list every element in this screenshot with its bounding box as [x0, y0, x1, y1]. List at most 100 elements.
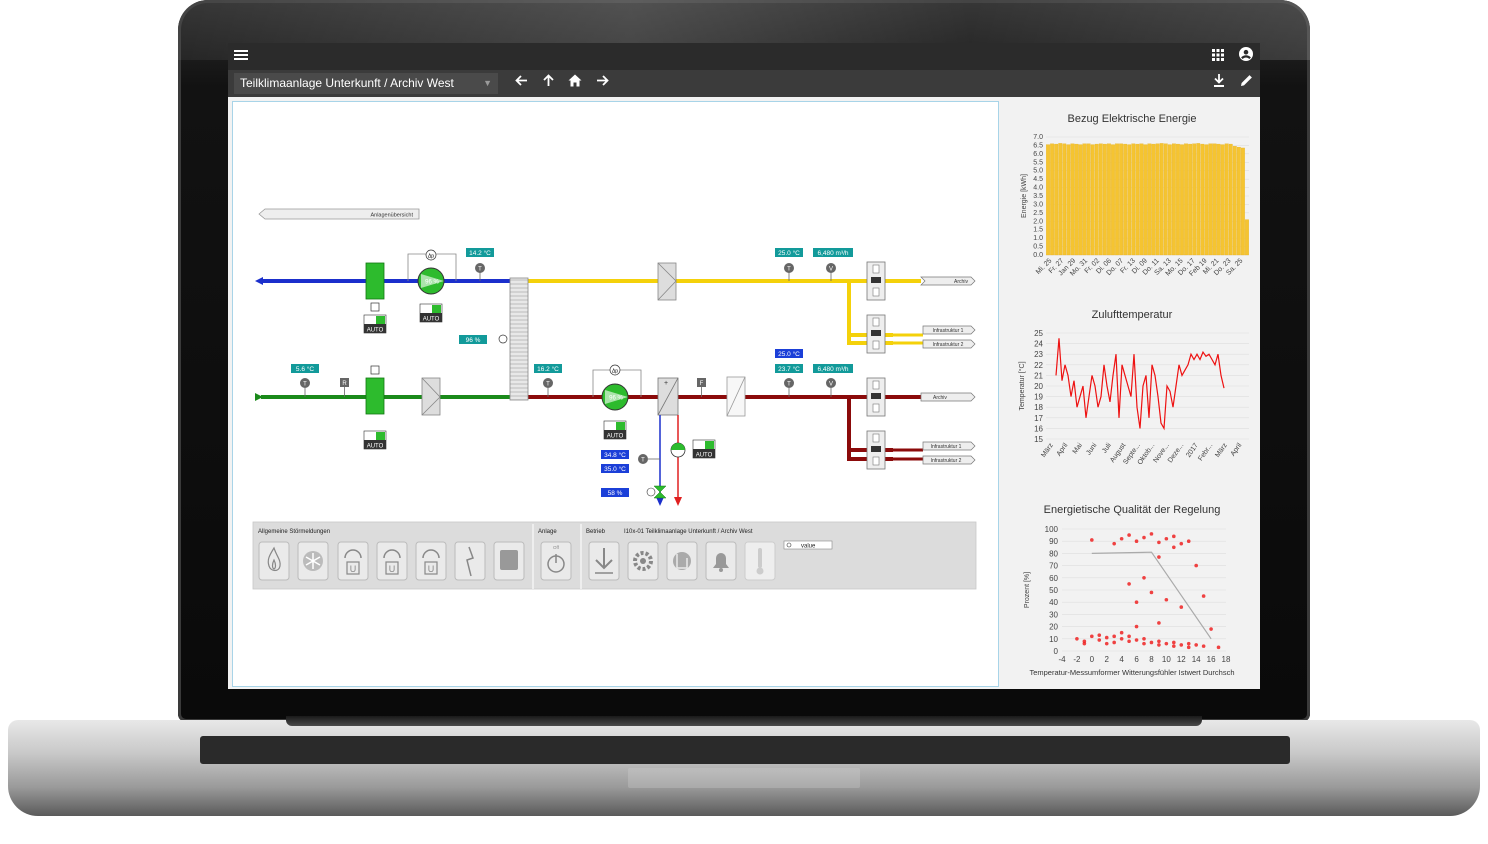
bar	[1090, 144, 1095, 256]
download-arrow-icon[interactable]	[588, 541, 620, 581]
outdoor-damper[interactable]	[365, 377, 385, 415]
return-filter[interactable]	[657, 262, 677, 301]
data-point	[1127, 582, 1131, 586]
outlet-infra2-bottom[interactable]: Infrastruktur 2	[922, 455, 976, 465]
gear-hand-icon[interactable]	[666, 541, 698, 581]
home-icon[interactable]	[565, 73, 585, 93]
y-tick-label: 10	[1049, 635, 1058, 644]
bar	[1212, 143, 1217, 256]
data-point	[1186, 641, 1191, 646]
auto-badge-heater-pump[interactable]: AUTO	[692, 439, 716, 459]
data-point	[1142, 576, 1146, 580]
y-tick-label: 70	[1049, 562, 1058, 571]
arrow-right-icon[interactable]	[592, 73, 612, 93]
account-icon[interactable]	[1236, 47, 1256, 67]
switch-off-label: Off	[553, 545, 560, 550]
return-dampers[interactable]	[866, 261, 886, 354]
hamburger-icon[interactable]	[231, 47, 251, 67]
y-tick-label: 40	[1049, 598, 1058, 607]
outlet-label: Infrastruktur 1	[931, 444, 962, 450]
arrow-left-icon[interactable]	[511, 73, 531, 93]
gear-icon[interactable]	[627, 541, 659, 581]
pressure-sensor-icon[interactable]	[425, 249, 437, 261]
data-point	[1172, 534, 1176, 539]
motor-icon	[498, 334, 508, 344]
outlet-label: Infrastruktur 2	[933, 342, 964, 348]
thermometer-icon[interactable]	[744, 541, 776, 581]
exhaust-damper[interactable]	[365, 262, 385, 300]
snowflake-icon[interactable]	[297, 541, 329, 581]
bar	[1131, 143, 1136, 256]
supply-fan[interactable]: 96 %	[601, 383, 629, 411]
filter-u-icon[interactable]: U	[376, 541, 408, 581]
data-point	[1149, 532, 1154, 536]
data-point	[1194, 643, 1198, 647]
laptop-touchpad	[628, 768, 860, 788]
outlet-infra1-top[interactable]: Infrastruktur 1	[922, 325, 976, 335]
outlet-infra2-top[interactable]: Infrastruktur 2	[922, 339, 976, 349]
data-point	[1164, 597, 1169, 602]
x-tick-label: -4	[1058, 655, 1066, 664]
outlet-archiv-bottom[interactable]: Archiv	[920, 392, 976, 402]
auto-badge-outdoor-damper[interactable]: AUTO	[363, 430, 387, 450]
overview-button[interactable]: Anlagenübersicht	[258, 208, 420, 220]
bar	[1066, 144, 1071, 256]
frost-sensor-icon[interactable]	[697, 378, 706, 387]
temp-sensor-icon[interactable]	[543, 378, 553, 388]
download-icon[interactable]	[1209, 73, 1229, 93]
svg-text:+: +	[664, 380, 668, 387]
temp-sensor-icon[interactable]	[784, 378, 794, 388]
heat-recovery-exchanger[interactable]	[509, 277, 529, 401]
general-alarms-title: Allgemeine Störmeldungen	[258, 529, 330, 535]
exhaust-fan[interactable]: 96 %	[417, 267, 445, 295]
auto-badge-exhaust-fan[interactable]: AUTO	[419, 303, 443, 323]
pencil-icon[interactable]	[1236, 73, 1256, 93]
nav-bar: Teilklimaanlage Unterkunft / Archiv West…	[228, 70, 1260, 97]
flow-sensor-icon[interactable]	[826, 378, 836, 388]
heater-pump[interactable]	[670, 442, 686, 458]
outlet-infra1-bottom[interactable]: Infrastruktur 1	[922, 441, 976, 451]
flow-sensor-icon[interactable]	[826, 263, 836, 273]
overview-label: Anlagenübersicht	[370, 213, 413, 219]
rain-sensor-icon[interactable]	[340, 378, 349, 387]
grid-icon[interactable]	[1208, 47, 1228, 67]
lightning-icon[interactable]	[454, 541, 486, 581]
heater-valve[interactable]	[646, 485, 667, 499]
auto-badge-supply-fan[interactable]: AUTO	[603, 420, 627, 440]
sensor-label: F	[700, 381, 704, 387]
data-point	[1127, 533, 1131, 537]
y-tick-label: 7.0	[1033, 134, 1043, 141]
exhaust-temp-display	[466, 248, 494, 257]
auto-badge-exhaust-damper[interactable]: AUTO	[363, 314, 387, 334]
outlet-archiv-top[interactable]: Archiv	[920, 276, 976, 286]
bell-icon[interactable]	[705, 541, 737, 581]
plant-power-switch[interactable]: Off	[540, 541, 572, 581]
y-tick-label: 100	[1045, 525, 1059, 534]
data-point	[1179, 643, 1184, 647]
exhaust-arrow-icon	[255, 277, 263, 285]
filter-u-icon[interactable]: U	[337, 541, 369, 581]
bar	[1143, 144, 1148, 256]
data-point	[1134, 539, 1139, 543]
filter-u-icon[interactable]: U	[415, 541, 447, 581]
plant-selector[interactable]: Teilklimaanlage Unterkunft / Archiv West…	[234, 73, 498, 94]
temp-sensor-icon[interactable]	[784, 263, 794, 273]
flame-icon[interactable]	[258, 541, 290, 581]
heater-flow-temp-display	[601, 450, 629, 459]
data-point	[1119, 637, 1124, 641]
pressure-sensor-icon[interactable]	[609, 364, 621, 376]
supply-dampers[interactable]	[866, 377, 886, 470]
temp-sensor-icon[interactable]	[475, 263, 485, 273]
value-field[interactable]: value	[783, 540, 833, 550]
motor-icon	[370, 302, 380, 312]
square-icon[interactable]	[493, 541, 525, 581]
data-point	[1112, 640, 1116, 645]
y-tick-label: 30	[1049, 610, 1058, 619]
fan-percent: 96 %	[609, 396, 623, 402]
data-point	[1157, 621, 1161, 625]
temp-sensor-icon[interactable]	[638, 454, 648, 464]
data-point	[1164, 536, 1169, 541]
temp-sensor-icon[interactable]	[300, 378, 310, 388]
outdoor-filter[interactable]	[421, 377, 441, 416]
arrow-up-icon[interactable]	[538, 73, 558, 93]
